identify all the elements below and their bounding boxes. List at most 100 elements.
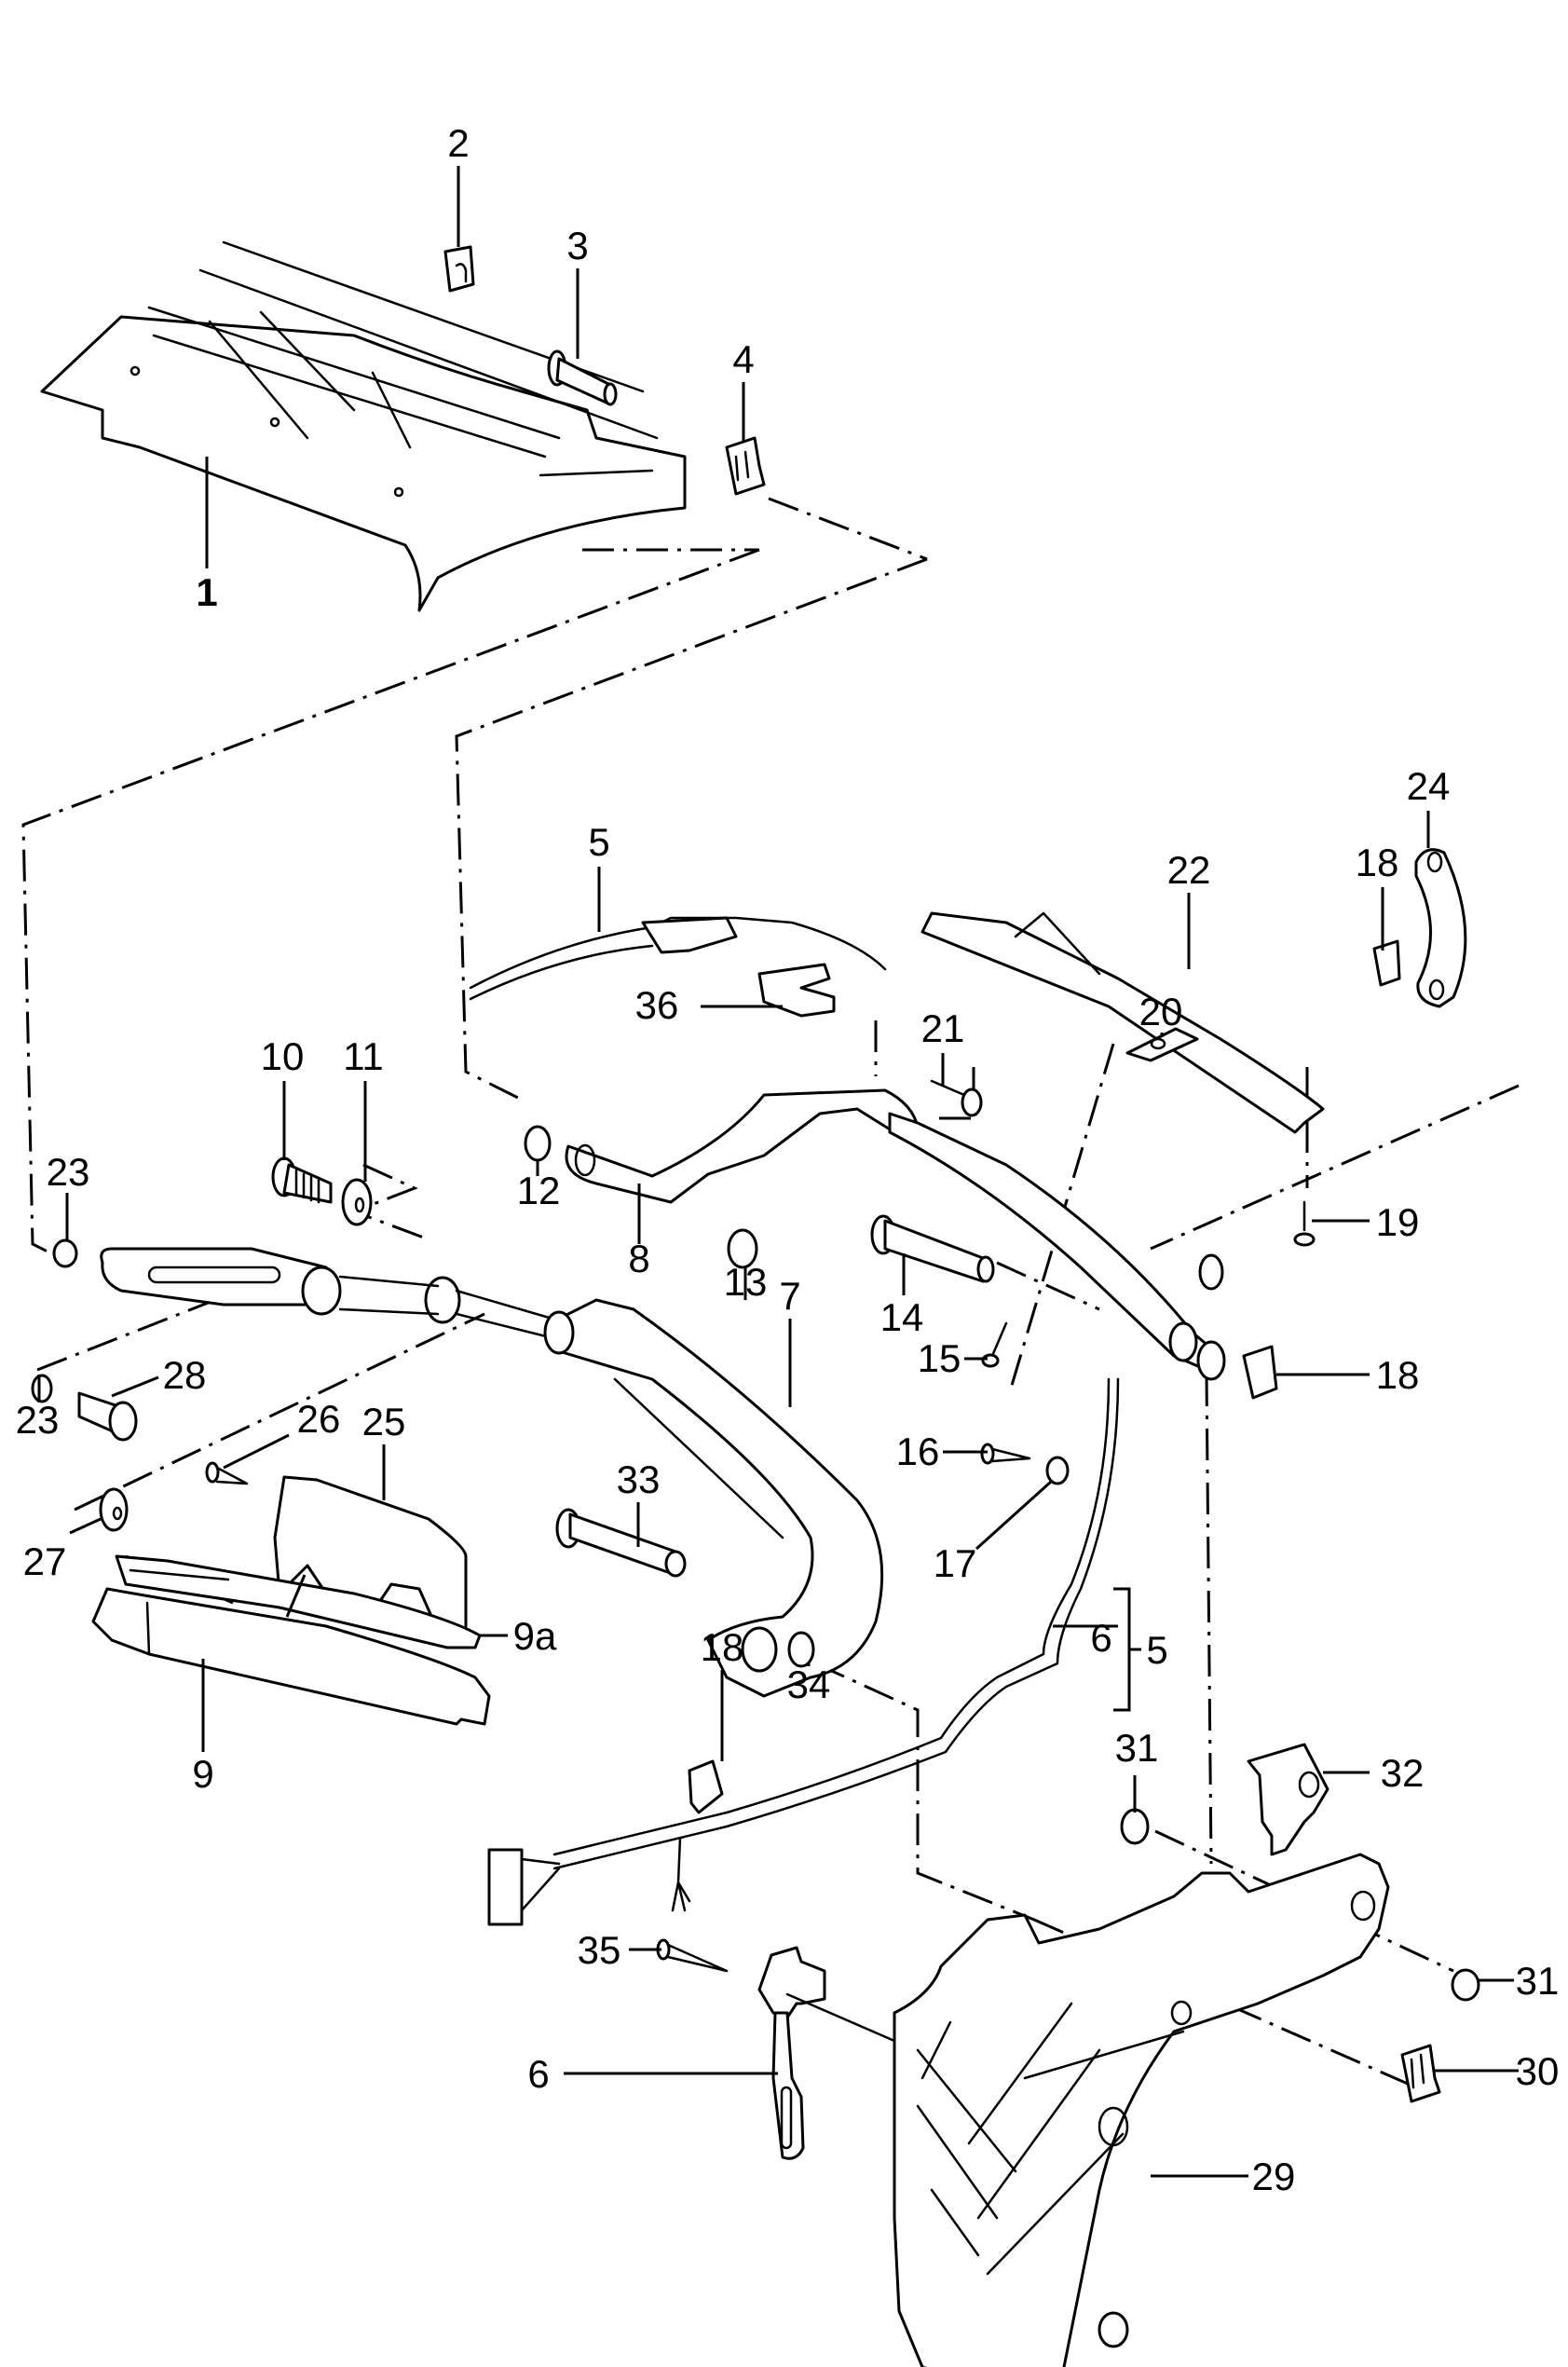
part-main-link-arm-7 bbox=[543, 1298, 884, 1698]
part-shoulder-bolt-10 bbox=[271, 1156, 333, 1204]
leader-25-to-9a bbox=[285, 1574, 307, 1618]
part-bracket-32 bbox=[1247, 1743, 1329, 1856]
callout-18-right: 18 bbox=[1376, 1353, 1420, 1397]
phantom-line-washer11 bbox=[349, 1163, 429, 1241]
part-rail-arm bbox=[888, 1112, 1226, 1381]
callout-23-top: 23 bbox=[47, 1150, 90, 1194]
part-lower-arm bbox=[100, 1247, 570, 1344]
callout-30: 30 bbox=[1516, 2049, 1560, 2093]
callout-35: 35 bbox=[578, 1928, 621, 1972]
callout-32: 32 bbox=[1381, 1751, 1425, 1795]
part-washer-11 bbox=[341, 1178, 373, 1226]
callout-24: 24 bbox=[1407, 764, 1451, 808]
part-pigtail bbox=[671, 1836, 691, 1912]
part-bushing-31-right bbox=[1451, 1968, 1480, 2002]
part-circlip-34 bbox=[787, 1631, 815, 1668]
callout-21: 21 bbox=[921, 1006, 965, 1050]
callout-4: 4 bbox=[732, 337, 754, 381]
callout-1: 1 bbox=[196, 570, 217, 614]
callout-34: 34 bbox=[787, 1662, 831, 1706]
part-screw-35 bbox=[656, 1938, 729, 1973]
phantom-line-21 bbox=[932, 1067, 975, 1120]
callout-18-mid: 18 bbox=[701, 1625, 744, 1669]
part-bushing-31-top bbox=[1120, 1808, 1150, 1845]
part-screw-16 bbox=[980, 1443, 1031, 1465]
part-wiring-harness-lower bbox=[552, 1377, 1120, 1870]
callout-5-top: 5 bbox=[588, 820, 609, 864]
part-wiring-harness-top bbox=[469, 916, 887, 1001]
callout-26: 26 bbox=[297, 1397, 341, 1441]
part-holder-36 bbox=[757, 963, 836, 1018]
part-spring-clip-30 bbox=[1400, 2044, 1441, 2103]
callout-labels: 1 2 3 4 5 36 10 11 12 8 13 23 23 28 26 2… bbox=[16, 121, 1560, 2198]
part-tension-link-24 bbox=[1414, 848, 1467, 1008]
part-lock-washer-23-top bbox=[52, 1238, 78, 1268]
callout-9a: 9a bbox=[513, 1614, 557, 1658]
callout-20: 20 bbox=[1139, 990, 1183, 1033]
phantom-line-clip4 bbox=[768, 497, 928, 561]
part-pin-3 bbox=[547, 349, 618, 406]
part-pin-28 bbox=[31, 1374, 138, 1442]
callout-29: 29 bbox=[1252, 2155, 1296, 2198]
callout-2: 2 bbox=[447, 121, 469, 165]
part-connecting-link-8 bbox=[565, 1088, 920, 1204]
callout-10: 10 bbox=[261, 1034, 305, 1078]
callout-11: 11 bbox=[343, 1034, 384, 1078]
phantom-line-frame-to-link bbox=[455, 557, 928, 1101]
callout-22: 22 bbox=[1167, 848, 1211, 892]
callout-12: 12 bbox=[517, 1169, 561, 1212]
callout-31-top: 31 bbox=[1115, 1726, 1159, 1770]
part-bolt-21 bbox=[930, 1079, 983, 1117]
phantom-line-frame-to-arm bbox=[21, 548, 760, 1260]
callout-36: 36 bbox=[635, 983, 679, 1027]
callout-14: 14 bbox=[880, 1295, 924, 1339]
leader-27 bbox=[69, 1517, 102, 1535]
callout-13: 13 bbox=[724, 1260, 768, 1304]
leader-28 bbox=[111, 1375, 159, 1398]
callout-33: 33 bbox=[617, 1457, 661, 1501]
callout-31-right: 31 bbox=[1516, 1959, 1560, 2003]
part-seal-strip-9a bbox=[115, 1554, 482, 1649]
phantom-line-27 bbox=[74, 1312, 485, 1512]
leader-26 bbox=[223, 1433, 290, 1470]
phantom-line-18-to-29 bbox=[1205, 1374, 1213, 1865]
callout-8: 8 bbox=[628, 1237, 649, 1280]
callout-27: 27 bbox=[23, 1539, 67, 1583]
part-spring-clip-18-mid bbox=[688, 1759, 724, 1814]
callout-17: 17 bbox=[934, 1541, 977, 1585]
leader-17 bbox=[975, 1480, 1053, 1551]
callout-6-sensor: 6 bbox=[527, 2052, 549, 2096]
callout-6-harness: 6 bbox=[1090, 1616, 1111, 1660]
callout-19: 19 bbox=[1376, 1200, 1420, 1244]
callout-7: 7 bbox=[779, 1274, 800, 1318]
part-bushing-13 bbox=[727, 1228, 758, 1269]
phantom-line-14 bbox=[996, 1261, 1100, 1311]
part-washer-17 bbox=[1045, 1456, 1070, 1485]
phantom-line-34 bbox=[814, 1662, 1035, 1922]
part-microswitch-sensor-6 bbox=[757, 1946, 896, 2160]
callout-5-bracket: 5 bbox=[1146, 1628, 1167, 1672]
part-spring-clip-18-top bbox=[1372, 939, 1401, 987]
part-spring-clip-4 bbox=[725, 436, 766, 496]
callout-25: 25 bbox=[362, 1400, 406, 1443]
callout-15: 15 bbox=[918, 1336, 961, 1380]
part-bearing-pin-14 bbox=[870, 1214, 995, 1283]
bracket-5-6 bbox=[1113, 1587, 1131, 1712]
callout-23-bottom: 23 bbox=[16, 1398, 60, 1442]
parts bbox=[31, 240, 1480, 2367]
phantom-line-24-20 bbox=[1150, 1084, 1520, 1251]
part-connector bbox=[487, 1848, 561, 1926]
part-trim-cover-9 bbox=[91, 1587, 491, 1726]
callout-3: 3 bbox=[566, 224, 588, 267]
part-bearing-pin-33 bbox=[555, 1508, 687, 1578]
part-screw-26 bbox=[205, 1461, 249, 1485]
part-bushing-12 bbox=[524, 1125, 552, 1162]
part-top-frame bbox=[40, 240, 687, 612]
part-plate-20 bbox=[1125, 1027, 1199, 1062]
part-screw-19 bbox=[1293, 1200, 1316, 1247]
part-clip-nut-2 bbox=[443, 245, 475, 293]
part-guide-rail-22 bbox=[920, 911, 1325, 1134]
callout-28: 28 bbox=[163, 1353, 207, 1397]
callout-18-top: 18 bbox=[1356, 841, 1399, 884]
